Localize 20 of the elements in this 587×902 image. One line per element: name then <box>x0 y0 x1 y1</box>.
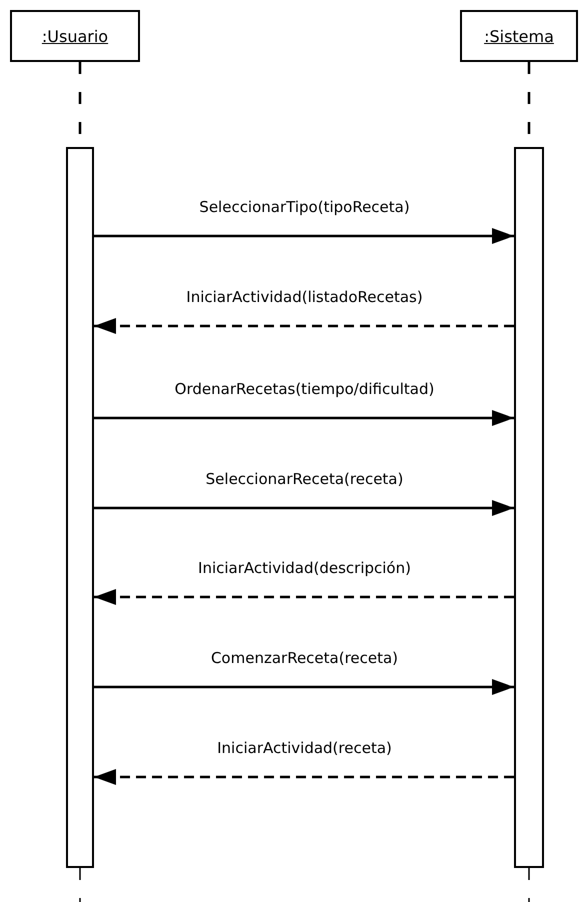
activation-bar <box>514 147 544 868</box>
object-name: :Sistema <box>484 26 554 46</box>
return-message-arrow <box>94 769 514 785</box>
message-label: ComenzarReceta(receta) <box>210 649 398 667</box>
message-arrow <box>94 410 514 426</box>
activation-bar <box>66 147 94 868</box>
object-name: :Usuario <box>42 26 108 46</box>
message-label: IniciarActividad(receta) <box>217 739 392 757</box>
message-arrow <box>94 500 514 516</box>
message-label: IniciarActividad(listadoRecetas) <box>186 288 423 306</box>
message-label: SeleccionarTipo(tipoReceta) <box>199 198 410 216</box>
message-arrow <box>94 679 514 695</box>
message-label: IniciarActividad(descripción) <box>198 559 411 577</box>
return-message-arrow <box>94 589 514 605</box>
object-box <box>460 10 578 62</box>
return-message-arrow <box>94 318 514 334</box>
object-box <box>10 10 140 62</box>
message-arrow <box>94 228 514 244</box>
message-label: OrdenarRecetas(tiempo/dificultad) <box>174 380 434 398</box>
message-label: SeleccionarReceta(receta) <box>206 470 404 488</box>
